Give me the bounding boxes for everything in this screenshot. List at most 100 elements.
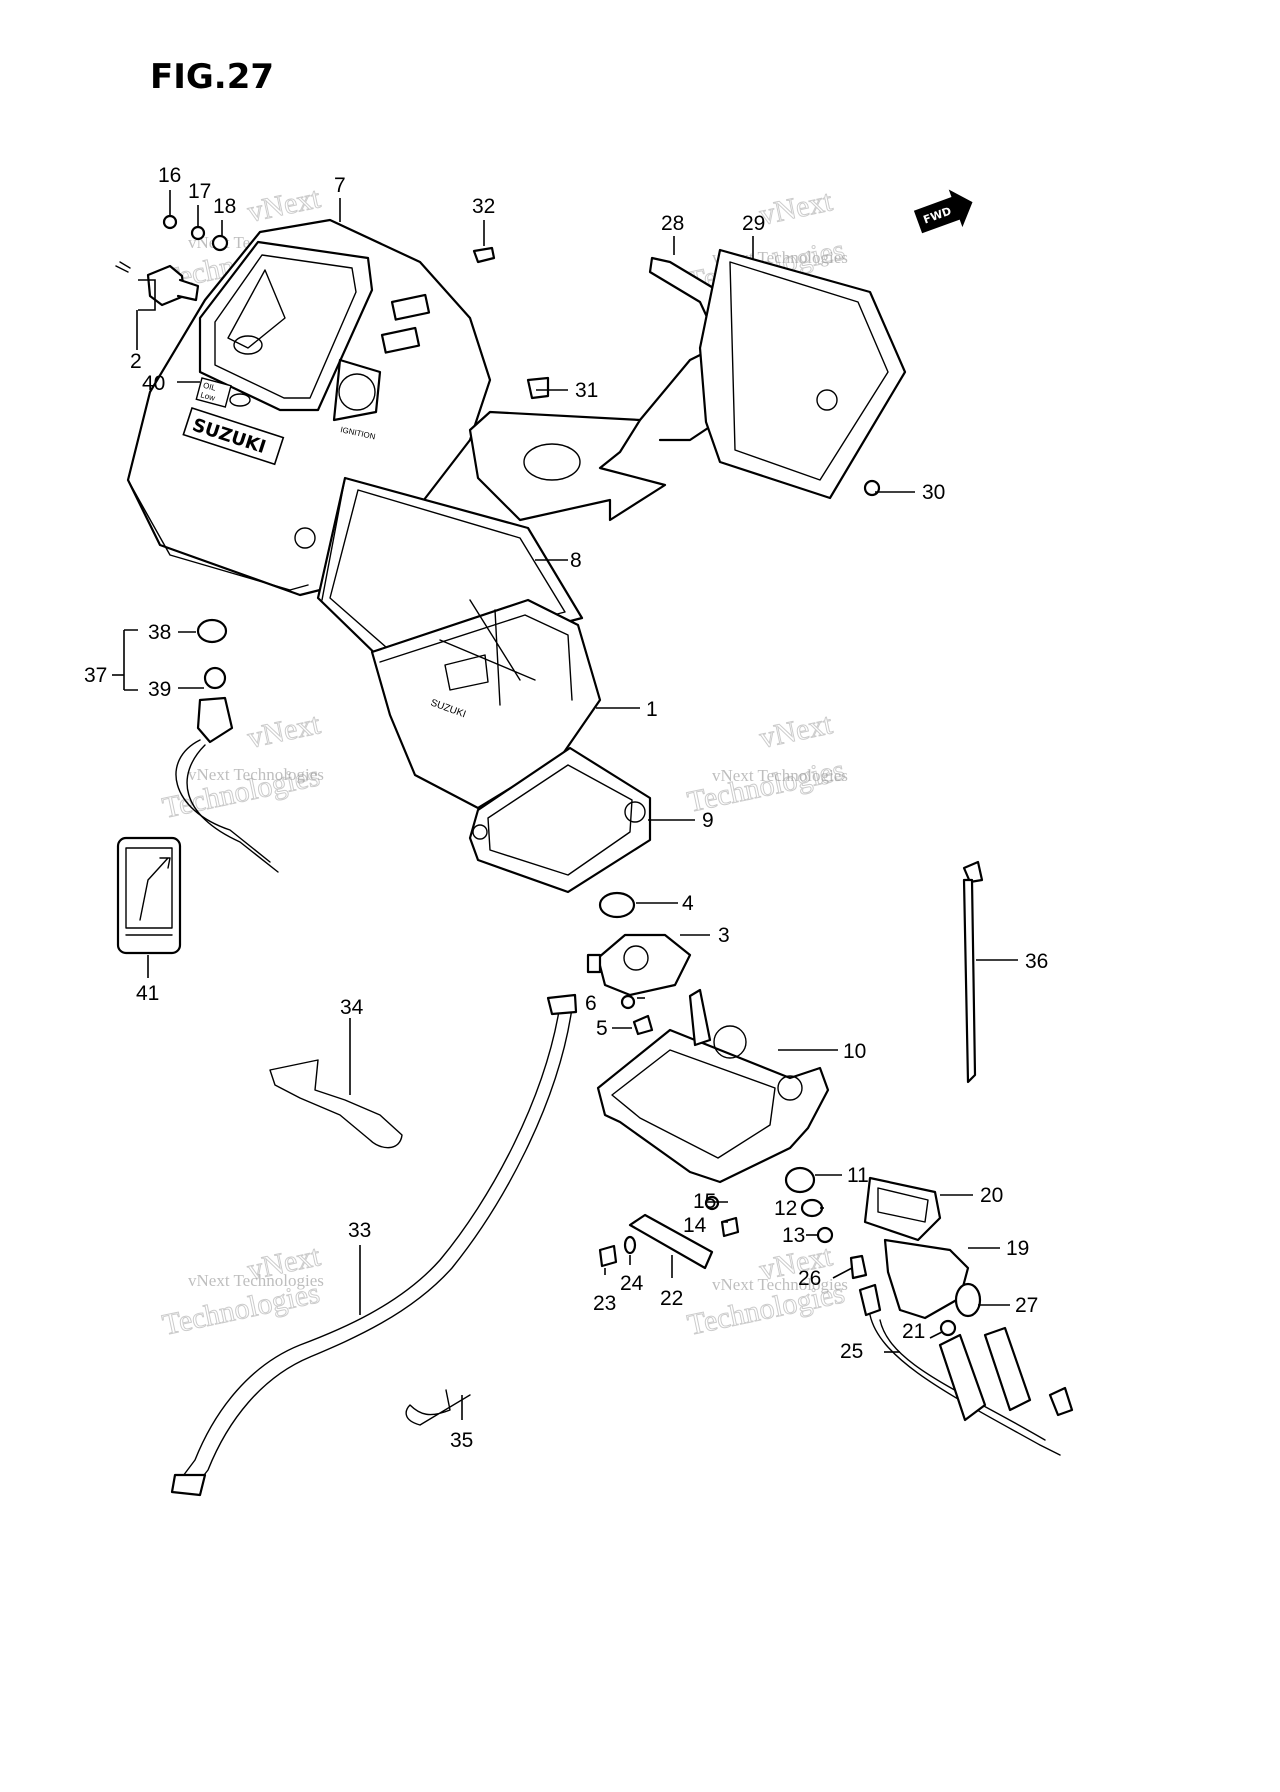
part-31-screw xyxy=(526,376,550,400)
part-27-bulb xyxy=(954,1282,982,1318)
callout-5: 5 xyxy=(596,1017,608,1040)
svg-text:vNext: vNext xyxy=(245,181,324,229)
callout-21: 21 xyxy=(902,1320,925,1343)
part-15-washer xyxy=(704,1195,720,1211)
part-21-screw xyxy=(939,1319,957,1337)
callout-28: 28 xyxy=(661,212,684,235)
part-29-cover xyxy=(698,248,907,500)
part-17-washer xyxy=(190,225,206,241)
part-34-cable-clamp xyxy=(269,1059,403,1149)
part-16-screw xyxy=(162,214,178,230)
callout-36: 36 xyxy=(1025,950,1048,973)
part-6-washer xyxy=(620,994,636,1010)
part-39-bulb xyxy=(203,666,227,690)
svg-text:vNext Technologies: vNext Technologies xyxy=(188,1271,324,1290)
callout-20: 20 xyxy=(980,1184,1003,1207)
part-20-rubber-cover xyxy=(863,1176,942,1242)
callout-17: 17 xyxy=(188,180,211,203)
part-37-socket-harness xyxy=(175,696,279,873)
callout-15: 15 xyxy=(693,1190,716,1213)
callout-6: 6 xyxy=(585,992,597,1015)
svg-text:vNext: vNext xyxy=(757,184,836,232)
callout-24: 24 xyxy=(620,1272,644,1295)
callout-2: 2 xyxy=(130,350,142,373)
part-28-bracket xyxy=(468,256,742,522)
svg-text:Low: Low xyxy=(199,390,216,403)
part-24-washer xyxy=(623,1235,637,1255)
watermark-mid-right: vNext vNext Technologies Technologies xyxy=(684,707,848,820)
part-10-meter-bracket xyxy=(596,988,830,1184)
watermark-bottom-right: vNext vNext Technologies Technologies xyxy=(684,1239,848,1343)
callout-39: 39 xyxy=(148,678,171,701)
callout-41: 41 xyxy=(136,982,159,1005)
part-7-meter-cover: SUZUKI OIL Low IGNITION xyxy=(126,218,492,597)
part-4-o-ring xyxy=(598,891,636,919)
callout-labels: 16 17 18 7 32 28 29 2 40 31 30 8 38 37 3… xyxy=(84,164,1048,1452)
callout-4: 4 xyxy=(682,892,694,915)
part-26-bulb xyxy=(849,1254,868,1280)
callout-13: 13 xyxy=(782,1224,805,1247)
callout-14: 14 xyxy=(683,1214,707,1237)
part-38-socket-cap xyxy=(196,618,228,644)
part-25-wire-harness xyxy=(858,1283,1074,1456)
svg-text:vNext Technologies: vNext Technologies xyxy=(188,765,324,784)
callout-33: 33 xyxy=(348,1219,371,1242)
callout-12: 12 xyxy=(774,1197,797,1220)
leader-lines xyxy=(112,190,1018,1420)
callout-26: 26 xyxy=(798,1267,821,1290)
part-2-reset-knob xyxy=(115,261,200,307)
part-3-gear-box xyxy=(586,933,692,997)
part-11-grommet xyxy=(784,1166,816,1194)
callout-34: 34 xyxy=(340,996,364,1019)
fwd-arrow-icon: FWD xyxy=(913,189,973,234)
callout-1: 1 xyxy=(646,698,658,721)
part-22-stay-plate xyxy=(628,1213,714,1270)
svg-text:vNext: vNext xyxy=(757,707,836,755)
svg-text:vNext Technologies: vNext Technologies xyxy=(712,766,848,785)
part-33-speedometer-cable xyxy=(170,993,578,1497)
part-40-oil-lamp-decal: OIL Low xyxy=(195,377,232,408)
part-32-screw xyxy=(472,246,496,264)
callout-30: 30 xyxy=(922,481,945,504)
part-23-bolt xyxy=(598,1244,618,1268)
part-1-meter-case: SUZUKI xyxy=(370,598,602,810)
part-13-nut xyxy=(816,1226,834,1244)
callout-19: 19 xyxy=(1006,1237,1029,1260)
callout-32: 32 xyxy=(472,195,495,218)
callout-38: 38 xyxy=(148,621,171,644)
callout-27: 27 xyxy=(1015,1294,1038,1317)
svg-text:OIL: OIL xyxy=(202,381,217,393)
part-35-wire-clip xyxy=(405,1389,471,1426)
callout-40: 40 xyxy=(142,372,165,395)
part-19-socket-housing xyxy=(883,1238,970,1320)
callout-7: 7 xyxy=(334,174,346,197)
part-5-screw xyxy=(632,1014,654,1036)
callout-10: 10 xyxy=(843,1040,866,1063)
callout-25: 25 xyxy=(840,1340,863,1363)
watermark-bottom-left: vNext vNext Technologies Technologies xyxy=(159,1239,324,1343)
part-9-meter-base xyxy=(468,746,652,894)
callout-3: 3 xyxy=(718,924,730,947)
callout-18: 18 xyxy=(213,195,236,218)
callout-16: 16 xyxy=(158,164,181,187)
callout-23: 23 xyxy=(593,1292,616,1315)
callout-9: 9 xyxy=(702,809,714,832)
watermark-mid-left: vNext vNext Technologies Technologies xyxy=(159,707,324,826)
svg-text:vNext: vNext xyxy=(245,707,324,755)
part-30-screw xyxy=(863,479,881,497)
callout-11: 11 xyxy=(847,1164,869,1187)
callout-29: 29 xyxy=(742,212,765,235)
part-36-cable-tie xyxy=(962,860,984,1084)
part-18-nut xyxy=(211,234,229,252)
callout-35: 35 xyxy=(450,1429,473,1452)
part-14-screw xyxy=(720,1216,740,1238)
callout-22: 22 xyxy=(660,1287,683,1310)
part-12-collar xyxy=(800,1198,824,1218)
callout-8: 8 xyxy=(570,549,582,572)
callout-31: 31 xyxy=(575,379,598,402)
svg-text:vNext Technologies: vNext Technologies xyxy=(712,1275,848,1294)
callout-37: 37 xyxy=(84,664,107,687)
part-41-label-plate xyxy=(116,836,182,955)
figure-title: FIG.27 xyxy=(150,57,274,97)
